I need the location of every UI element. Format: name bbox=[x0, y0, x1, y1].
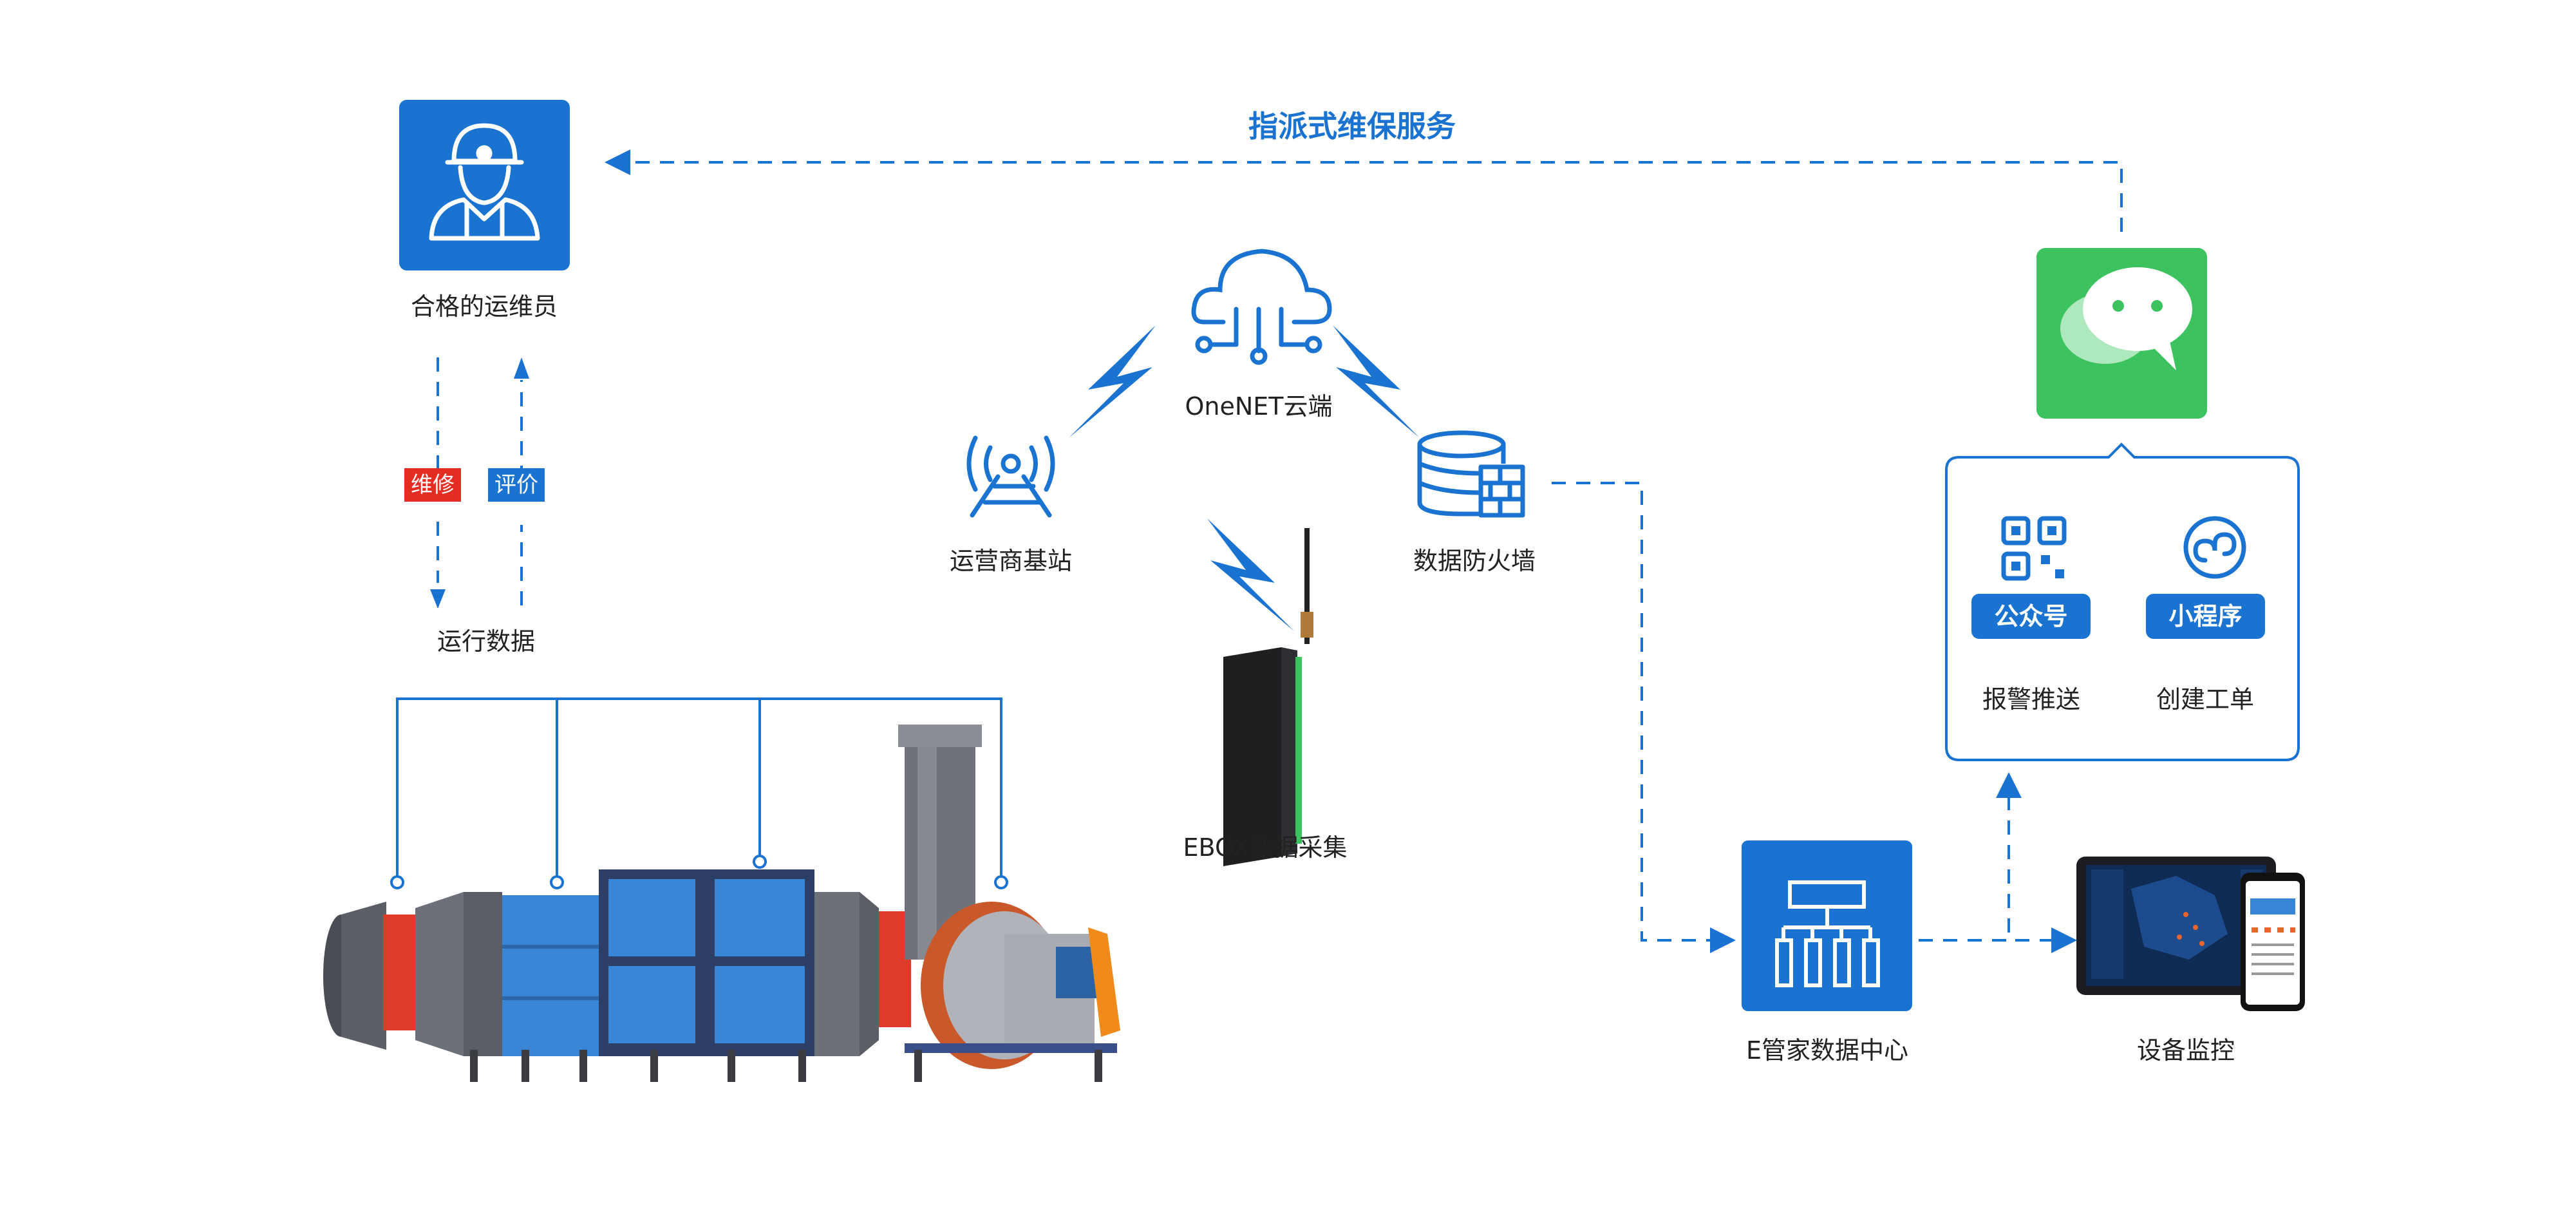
official-account-button[interactable]: 公众号 bbox=[1971, 594, 2091, 639]
purification-equipment bbox=[323, 725, 1120, 1082]
ebox-label: EBOX数据采集 bbox=[1183, 833, 1348, 862]
sensor-wiring bbox=[390, 697, 1008, 889]
signal-bolt-left bbox=[1069, 325, 1156, 438]
worker-label: 合格的运维员 bbox=[410, 292, 558, 321]
firewall-icon bbox=[1417, 430, 1525, 518]
firewall-label: 数据防火墙 bbox=[1413, 547, 1536, 575]
repair-arrow bbox=[430, 357, 446, 609]
ebox-device bbox=[1223, 528, 1313, 866]
base-station-label: 运营商基站 bbox=[949, 547, 1073, 575]
data-center-label: E管家数据中心 bbox=[1745, 1036, 1909, 1065]
cloud-icon bbox=[1191, 249, 1332, 365]
mini-program-icon bbox=[2183, 516, 2246, 579]
cloud-label: OneNET云端 bbox=[1185, 392, 1333, 421]
monitor-label: 设备监控 bbox=[2136, 1036, 2235, 1065]
run-data-label: 运行数据 bbox=[437, 627, 536, 656]
base-station-icon bbox=[966, 435, 1055, 518]
repair-tag: 维修 bbox=[404, 468, 461, 502]
worker-icon bbox=[399, 100, 570, 270]
signal-bolt-ebox bbox=[1207, 518, 1294, 631]
create-order-label: 创建工单 bbox=[2156, 685, 2255, 714]
data-center-icon bbox=[1742, 840, 1912, 1011]
data-flow-lines bbox=[1552, 482, 2077, 953]
wechat-icon bbox=[2036, 248, 2207, 419]
signal-bolt-right bbox=[1333, 325, 1420, 438]
alarm-push-label: 报警推送 bbox=[1982, 685, 2081, 714]
service-title: 指派式维保服务 bbox=[1248, 109, 1456, 144]
wechat-service-panel bbox=[1945, 442, 2300, 761]
review-arrow bbox=[514, 357, 529, 605]
mini-program-button[interactable]: 小程序 bbox=[2146, 594, 2265, 639]
monitor-devices bbox=[2076, 857, 2305, 1011]
review-tag: 评价 bbox=[488, 468, 545, 502]
service-loop-line bbox=[605, 149, 2123, 232]
qr-code-icon bbox=[2001, 516, 2067, 581]
